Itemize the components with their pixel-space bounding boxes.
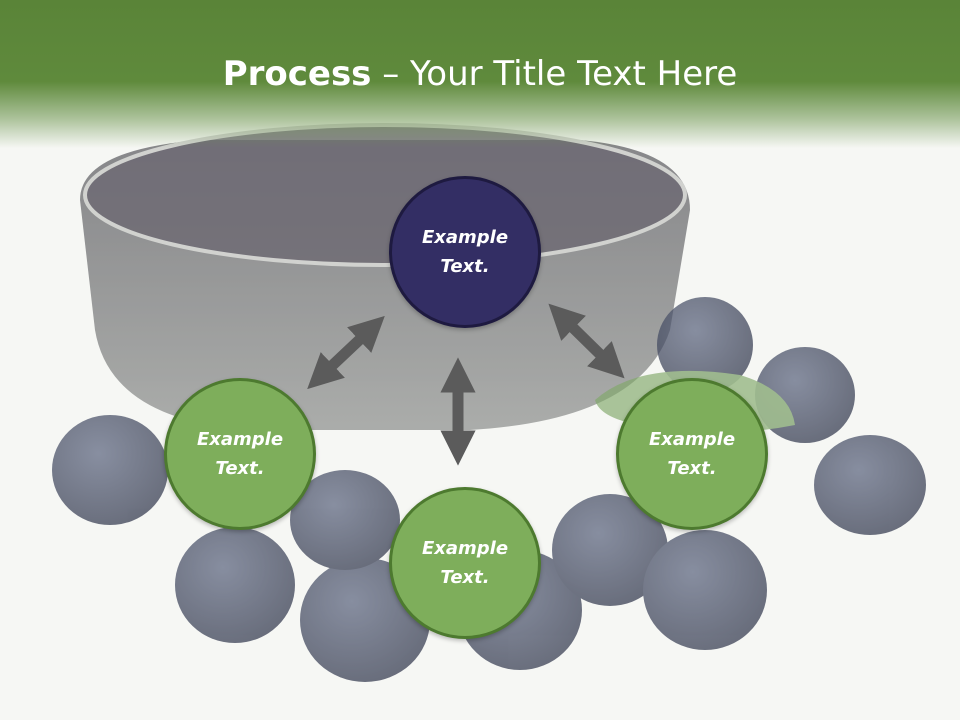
node-right-text: Example Text. [648,429,736,479]
title-bar [0,0,960,148]
jam-jar [80,123,690,430]
node-top: Example Text. [389,176,541,328]
node-bottom: Example Text. [389,487,541,639]
node-bottom-text: Example Text. [421,538,509,588]
node-right: Example Text. [616,378,768,530]
title-rest: – Your Title Text Here [371,54,738,94]
node-top-text: Example Text. [421,227,509,277]
node-left: Example Text. [164,378,316,530]
title-bold: Process [222,54,372,94]
slide-title: Process – Your Title Text Here [0,52,960,96]
node-left-text: Example Text. [196,429,284,479]
